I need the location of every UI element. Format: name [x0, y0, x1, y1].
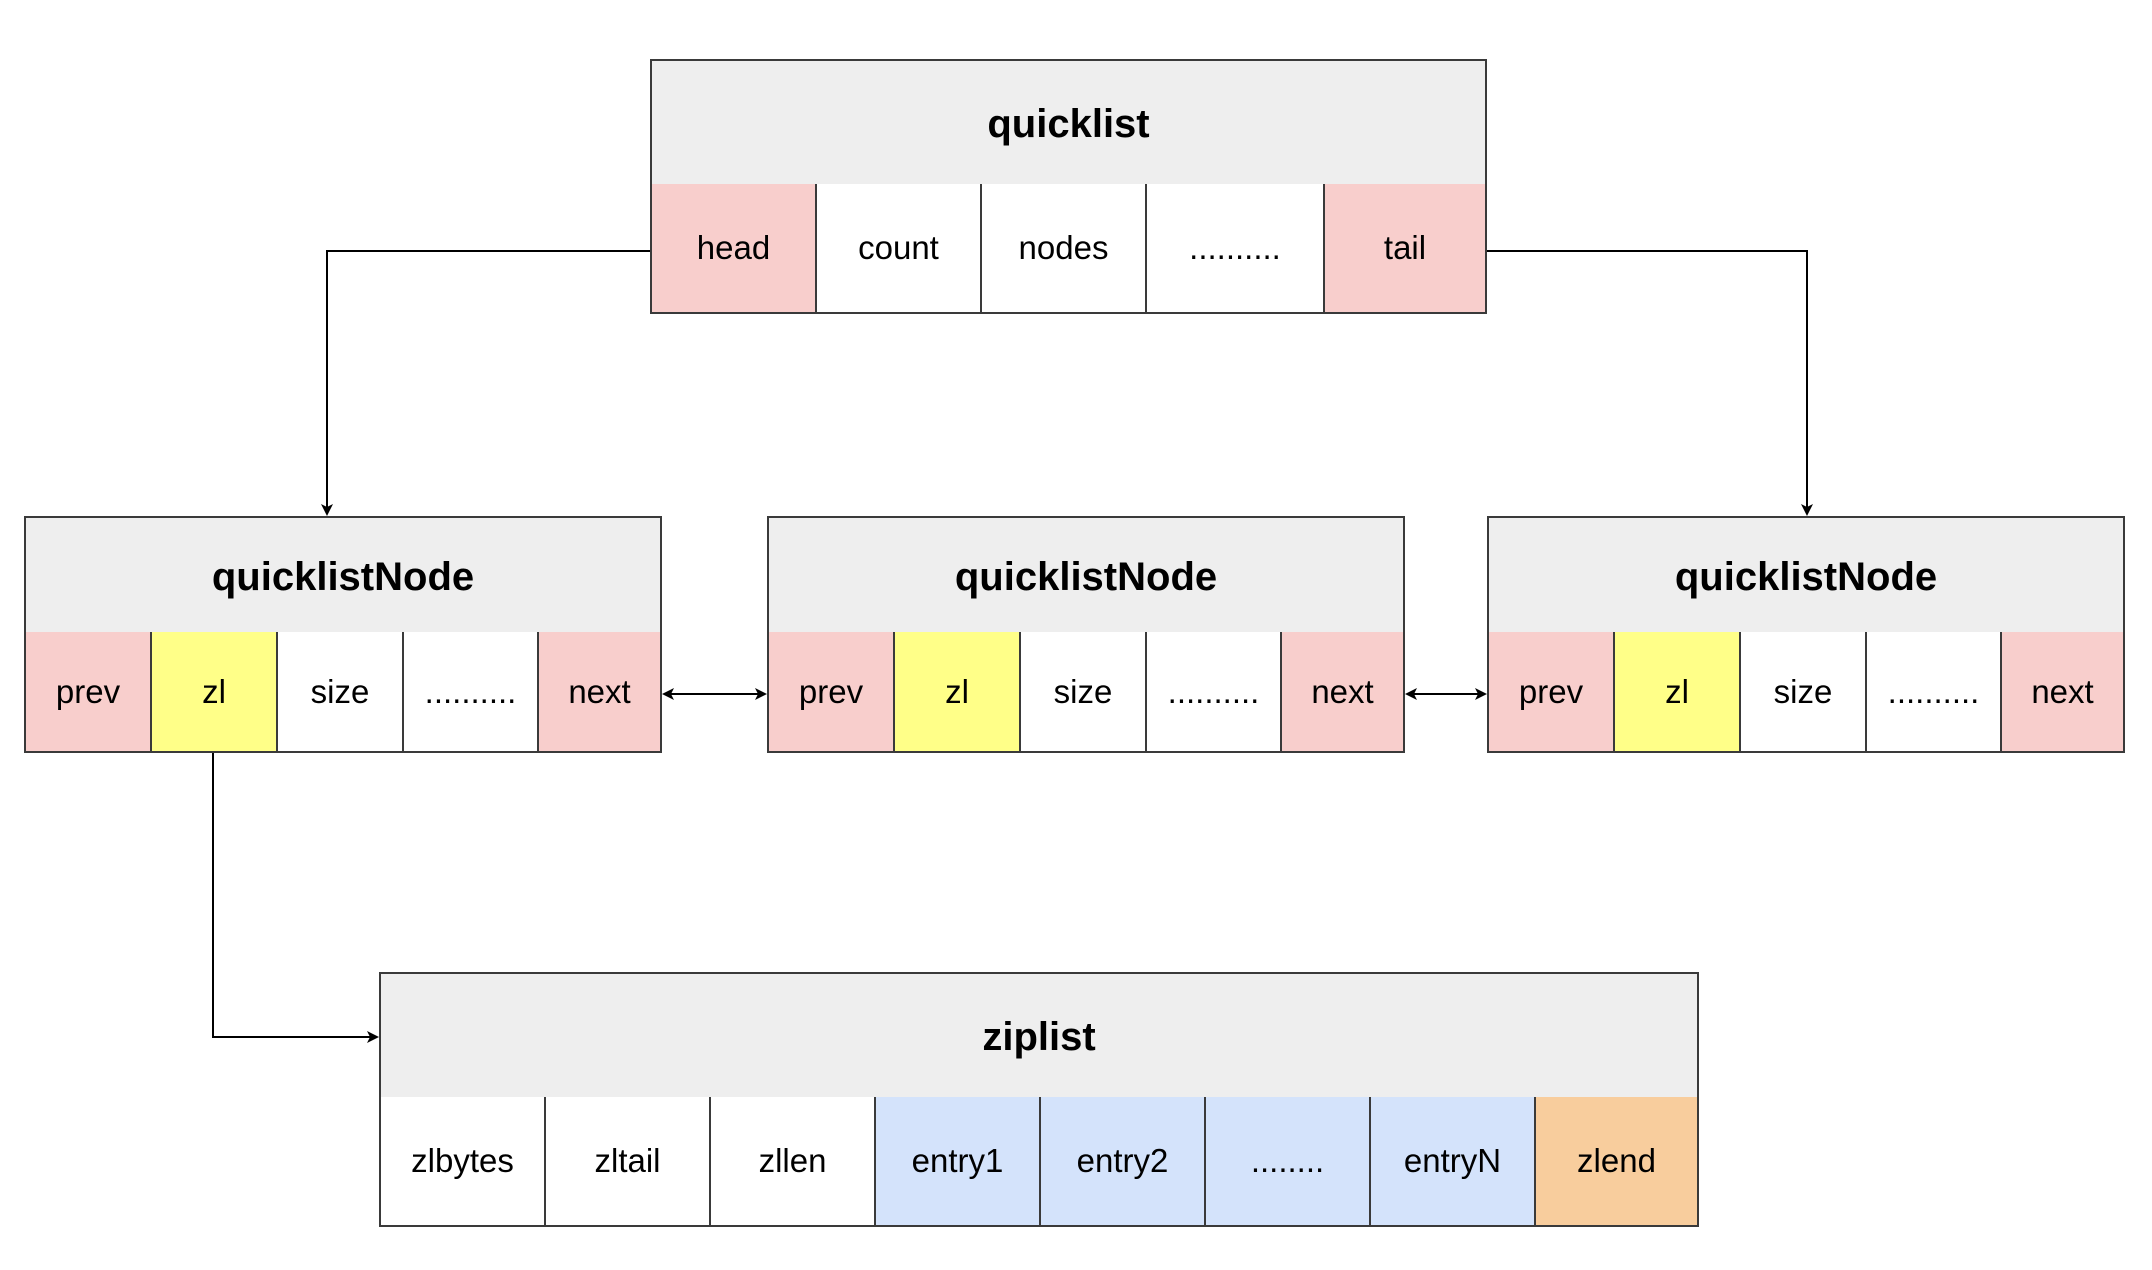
- zl-pointer-arrow: [212, 753, 379, 1043]
- node-field-size: size: [1021, 632, 1147, 751]
- node-field-ellipsis: ..........: [1867, 632, 2002, 751]
- quicklist-node-title: quicklistNode: [769, 518, 1403, 638]
- quicklist-node-title: quicklistNode: [26, 518, 660, 638]
- quicklist-node-1: quicklistNode prev zl size .......... ne…: [24, 516, 662, 753]
- node-field-size: size: [278, 632, 404, 751]
- quicklist-field-count: count: [817, 184, 982, 312]
- quicklist-field-tail: tail: [1325, 184, 1485, 312]
- quicklist-node-3: quicklistNode prev zl size .......... ne…: [1487, 516, 2125, 753]
- quicklist-field-head: head: [652, 184, 817, 312]
- node-field-next: next: [2002, 632, 2123, 751]
- quicklist-title: quicklist: [652, 61, 1485, 190]
- node-field-ellipsis: ..........: [404, 632, 539, 751]
- node-field-ellipsis: ..........: [1147, 632, 1282, 751]
- node-field-zl: zl: [895, 632, 1021, 751]
- ziplist-field-zlend: zlend: [1536, 1097, 1697, 1225]
- ziplist-field-zltail: zltail: [546, 1097, 711, 1225]
- quicklist-struct: quicklist head count nodes .......... ta…: [650, 59, 1487, 314]
- quicklist-node-2: quicklistNode prev zl size .......... ne…: [767, 516, 1405, 753]
- ziplist-field-entryN: entryN: [1371, 1097, 1536, 1225]
- ziplist-field-zllen: zllen: [711, 1097, 876, 1225]
- ziplist-field-zlbytes: zlbytes: [381, 1097, 546, 1225]
- quicklist-field-nodes: nodes: [982, 184, 1147, 312]
- ziplist-field-entry1: entry1: [876, 1097, 1041, 1225]
- node-field-size: size: [1741, 632, 1867, 751]
- node-field-prev: prev: [26, 632, 152, 751]
- head-pointer-arrow: [321, 250, 650, 516]
- ziplist-field-entry2: entry2: [1041, 1097, 1206, 1225]
- quicklist-node-title: quicklistNode: [1489, 518, 2123, 638]
- ziplist-field-ellipsis: ........: [1206, 1097, 1371, 1225]
- node-field-next: next: [539, 632, 660, 751]
- ziplist-title: ziplist: [381, 974, 1697, 1103]
- tail-pointer-arrow: [1487, 250, 1813, 516]
- node-field-prev: prev: [1489, 632, 1615, 751]
- node-field-prev: prev: [769, 632, 895, 751]
- node-field-next: next: [1282, 632, 1403, 751]
- node-field-zl: zl: [1615, 632, 1741, 751]
- ziplist-struct: ziplist zlbytes zltail zllen entry1 entr…: [379, 972, 1699, 1227]
- quicklist-field-ellipsis: ..........: [1147, 184, 1325, 312]
- node-field-zl: zl: [152, 632, 278, 751]
